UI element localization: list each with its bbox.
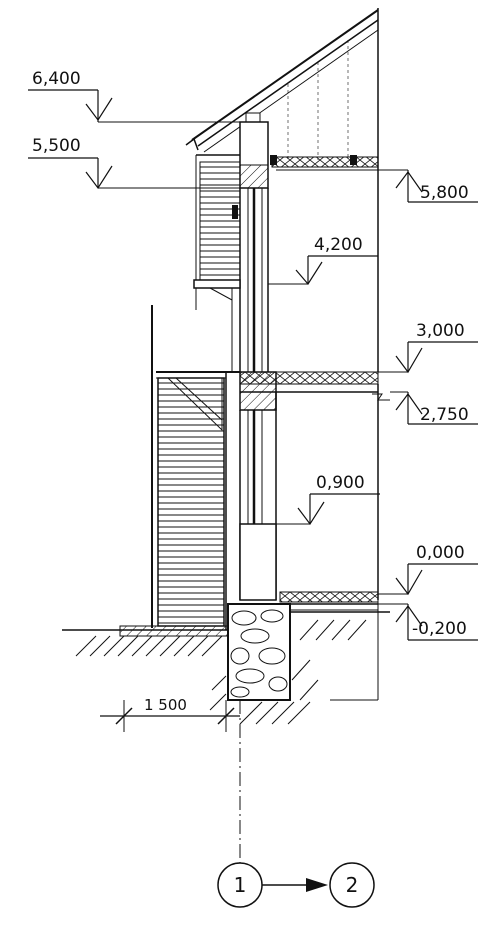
elevation-6400: 6,400 [28, 69, 240, 123]
cladding [151, 305, 240, 630]
axis-label: 2 [346, 873, 359, 897]
dimension-label: 1 500 [144, 696, 187, 714]
elevation-label: 0,900 [316, 473, 365, 493]
width-dimension: 1 500 [100, 696, 240, 732]
elevation-3000: 3,000 [378, 321, 478, 374]
balcony [193, 154, 241, 372]
elevation-2750: 2,750 [372, 391, 478, 425]
elevation-0900: 0,900 [276, 473, 380, 526]
elevation-4200: 4,200 [268, 235, 378, 286]
elevation-label: 2,750 [420, 405, 469, 425]
intermediate-floor [239, 371, 379, 600]
ground [62, 611, 390, 725]
axis-marker-1: 1 [217, 862, 263, 908]
elevation-label: 5,500 [32, 136, 81, 156]
lower-wall [239, 410, 277, 601]
elevation-label: -0,200 [412, 619, 467, 639]
axis-label: 1 [234, 873, 247, 897]
elevation-label: 3,000 [416, 321, 465, 341]
elevation-label: 4,200 [314, 235, 363, 255]
roof [185, 8, 379, 170]
foundation [227, 603, 291, 701]
elevation-label: 0,000 [416, 543, 465, 563]
elevation-5500: 5,500 [28, 136, 240, 190]
elevation-minus-0200: -0,200 [378, 603, 478, 641]
axis-marker-2: 2 [329, 862, 375, 908]
elevation-label: 6,400 [32, 69, 81, 89]
elevation-0000: 0,000 [378, 543, 478, 596]
elevation-5800: 5,800 [276, 169, 478, 203]
ground-slab [279, 591, 379, 611]
axis-arrow [262, 878, 328, 892]
elevation-label: 5,800 [420, 183, 469, 203]
